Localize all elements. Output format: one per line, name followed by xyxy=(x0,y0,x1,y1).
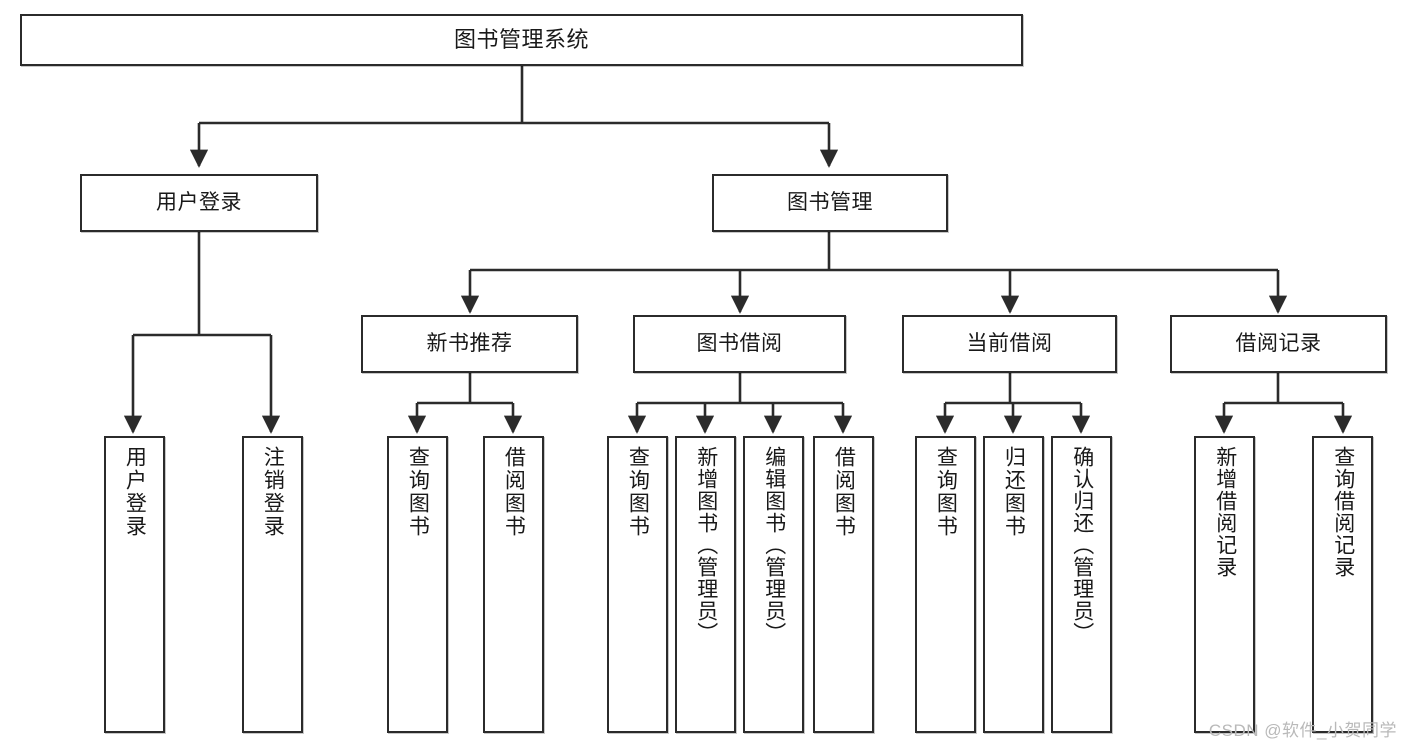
node-label: 借阅图书 xyxy=(502,446,526,538)
leaf-borrow-query-book[interactable]: 查询图书 xyxy=(607,436,668,733)
node-label: 查询图书 xyxy=(934,446,958,538)
leaf-recommend-query-book[interactable]: 查询图书 xyxy=(387,436,448,733)
node-label: 编辑图书（管理员） xyxy=(762,446,786,644)
node-label: 当前借阅 xyxy=(966,331,1053,355)
node-label: 新增借阅记录 xyxy=(1213,446,1237,578)
node-label: 查询图书 xyxy=(406,446,430,538)
leaf-current-return-book[interactable]: 归还图书 xyxy=(983,436,1044,733)
node-label: 新增图书（管理员） xyxy=(694,446,718,644)
leaf-current-confirm-return-admin[interactable]: 确认归还（管理员） xyxy=(1051,436,1112,733)
node-label: 图书管理 xyxy=(787,190,873,214)
node-label: 新书推荐 xyxy=(426,331,513,355)
node-label: 用户登录 xyxy=(123,446,147,538)
node-label: 查询借阅记录 xyxy=(1331,446,1355,578)
node-label: 查询图书 xyxy=(626,446,650,538)
leaf-current-query-book[interactable]: 查询图书 xyxy=(915,436,976,733)
node-root-system[interactable]: 图书管理系统 xyxy=(20,14,1023,66)
leaf-record-query-borrow-record[interactable]: 查询借阅记录 xyxy=(1312,436,1373,733)
leaf-borrow-edit-book-admin[interactable]: 编辑图书（管理员） xyxy=(743,436,804,733)
node-new-book-recommend[interactable]: 新书推荐 xyxy=(361,315,578,373)
node-label: 借阅记录 xyxy=(1235,331,1322,355)
leaf-recommend-borrow-book[interactable]: 借阅图书 xyxy=(483,436,544,733)
node-current-borrow[interactable]: 当前借阅 xyxy=(902,315,1117,373)
node-label: 图书管理系统 xyxy=(453,27,589,53)
leaf-borrow-add-book-admin[interactable]: 新增图书（管理员） xyxy=(675,436,736,733)
node-label: 归还图书 xyxy=(1002,446,1026,538)
node-label: 借阅图书 xyxy=(832,446,856,538)
leaf-borrow-borrow-book[interactable]: 借阅图书 xyxy=(813,436,874,733)
node-label: 确认归还（管理员） xyxy=(1070,446,1094,644)
leaf-user-logout[interactable]: 注销登录 xyxy=(242,436,303,733)
node-book-management[interactable]: 图书管理 xyxy=(712,174,948,232)
node-user-login[interactable]: 用户登录 xyxy=(80,174,318,232)
node-book-borrow[interactable]: 图书借阅 xyxy=(633,315,846,373)
leaf-user-login[interactable]: 用户登录 xyxy=(104,436,165,733)
node-label: 注销登录 xyxy=(261,446,285,538)
node-label: 用户登录 xyxy=(156,190,242,214)
node-label: 图书借阅 xyxy=(696,331,783,355)
watermark: CSDN @软件_小贺同学 xyxy=(1208,721,1397,740)
node-borrow-record[interactable]: 借阅记录 xyxy=(1170,315,1387,373)
leaf-record-add-borrow-record[interactable]: 新增借阅记录 xyxy=(1194,436,1255,733)
